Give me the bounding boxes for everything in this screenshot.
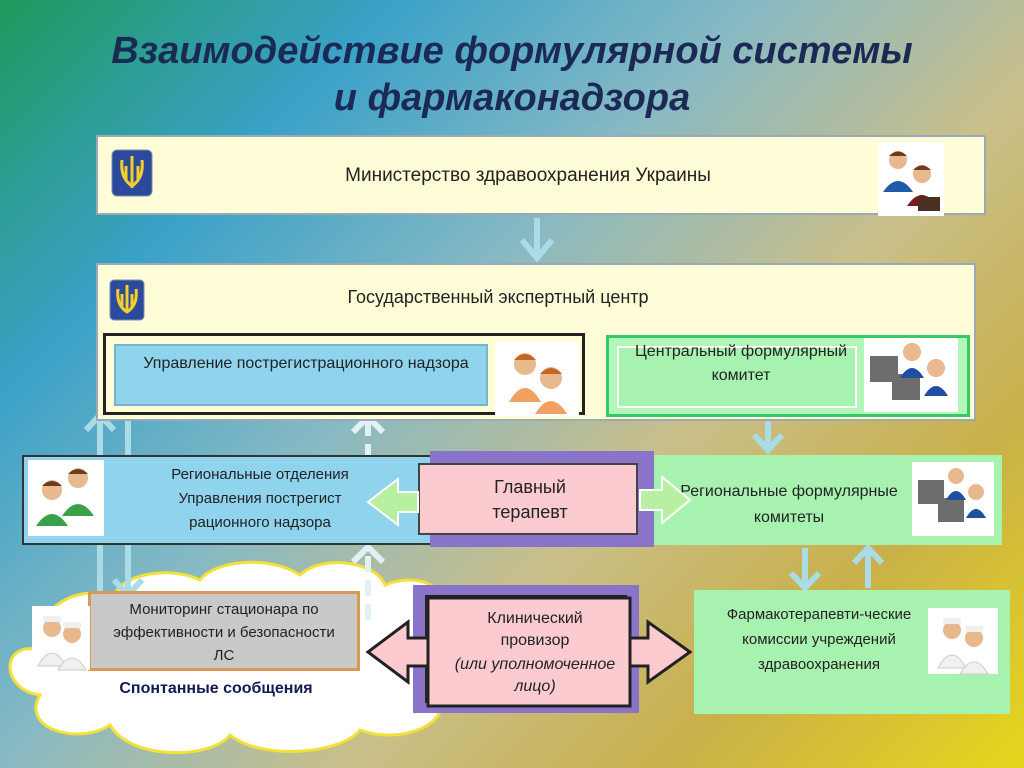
chief-therapist-frame: Главный терапевт — [418, 451, 654, 547]
page-title: Взаимодействие формулярной системы и фар… — [0, 28, 1024, 122]
central-committee-label: Центральный формулярный комитет — [634, 343, 848, 384]
title-line-2: и фармаконадзора — [333, 77, 691, 119]
chief-therapist-box: Главный терапевт — [418, 463, 638, 535]
post-reg-box: Управление пострегистрационного надзора — [103, 333, 585, 415]
ministry-label: Министерство здравоохранения Украины — [345, 165, 711, 186]
clinical-label-main-overlay: Клинический провизор — [487, 610, 583, 649]
pharma-commissions-box: Фармакотерапевти-ческие комиссии учрежде… — [694, 590, 1010, 714]
ministry-box: Министерство здравоохранения Украины — [96, 135, 986, 215]
monitoring-box: Мониторинг стационара по эффективности и… — [88, 591, 360, 671]
title-line-1: Взаимодействие формулярной системы — [111, 30, 913, 72]
arrow-central-down — [751, 418, 785, 455]
regional-committees-label: Региональные формулярные комитеты — [680, 483, 898, 526]
expert-center-label: Государственный экспертный центр — [347, 287, 649, 307]
regional-offices-box: Региональные отделения Управления постре… — [22, 455, 432, 545]
regional-committees-box: Региональные формулярные комитеты — [654, 455, 1002, 545]
pharma-commissions-label: Фармакотерапевти-ческие комиссии учрежде… — [726, 606, 912, 673]
arrow-ministry-down — [519, 218, 555, 263]
arrow-pharma-up — [851, 543, 885, 588]
post-reg-label: Управление пострегистрационного надзора — [143, 355, 469, 372]
clinical-label-alt-overlay: (или уполномоченное лицо) — [454, 656, 616, 695]
monitoring-label: Мониторинг стационара по эффективности и… — [113, 601, 335, 664]
spontaneous-label: Спонтанные сообщения — [119, 680, 313, 697]
central-committee-box: Центральный формулярный комитет — [606, 335, 970, 417]
chief-therapist-label: Главный терапевт — [492, 477, 568, 522]
arrow-regional-down — [788, 548, 822, 593]
arrow-head-up-2 — [350, 542, 386, 565]
regional-offices-label: Региональные отделения Управления постре… — [171, 466, 349, 531]
